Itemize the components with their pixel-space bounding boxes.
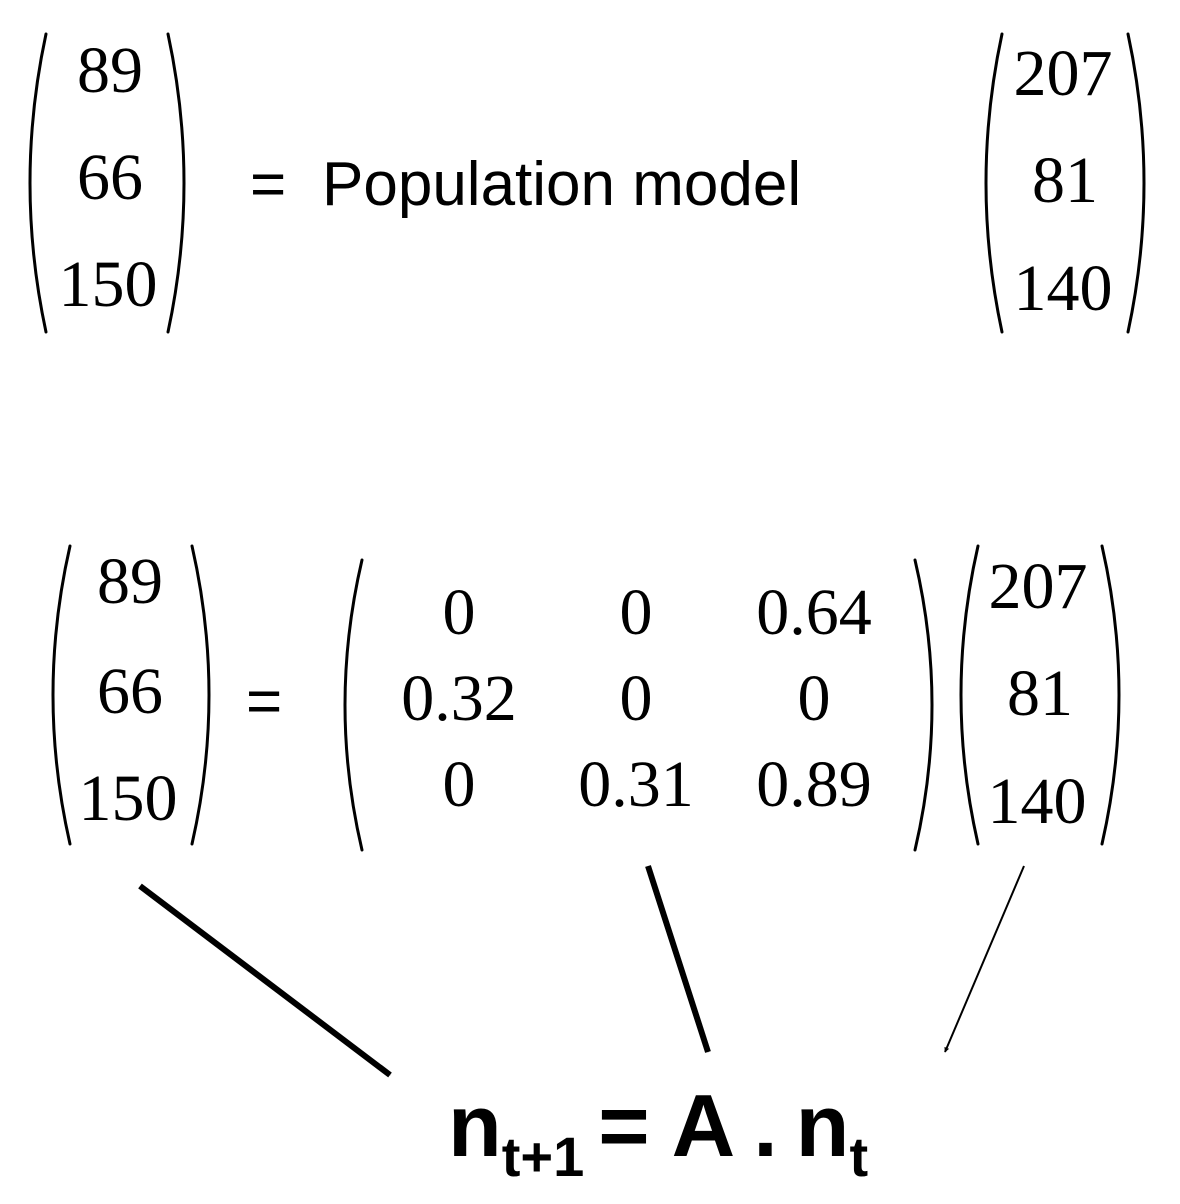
top-rhs-entry-1: 207 — [1014, 37, 1113, 110]
formula-subscript-t-plus-1: t+1 — [502, 1125, 585, 1188]
mid-rhs-entry-3: 140 — [988, 765, 1087, 838]
population-model-label: Population model — [322, 150, 801, 219]
matrix-cell-3-1: 0 — [443, 748, 476, 821]
matrix-cell-3-2: 0.31 — [578, 748, 694, 821]
top-lhs-right-paren — [166, 32, 186, 334]
mid-rhs-right-paren — [1100, 544, 1121, 846]
top-rhs-left-paren — [984, 32, 1004, 334]
top-lhs-left-paren — [28, 32, 48, 334]
top-rhs-right-paren — [1126, 32, 1146, 334]
mid-lhs-entry-2: 66 — [97, 655, 163, 728]
mid-rhs-entry-2: 81 — [1007, 657, 1073, 730]
matrix-cell-2-2: 0 — [620, 662, 653, 735]
matrix-cell-2-1: 0.32 — [401, 662, 517, 735]
mid-rhs-entry-1: 207 — [989, 550, 1088, 623]
formula-n-current: n — [796, 1076, 850, 1175]
top-lhs-vector: 89 66 150 — [28, 32, 186, 334]
arrows — [138, 865, 1025, 1078]
formula-equals: = — [598, 1076, 649, 1175]
transition-matrix: 0 0 0.64 0.32 0 0 0 0.31 0.89 — [343, 558, 934, 852]
mid-lhs-left-paren — [51, 544, 72, 846]
top-lhs-entry-3: 150 — [59, 248, 158, 321]
mid-equals-sign: = — [246, 667, 282, 736]
arrow-to-n-t-plus-1 — [138, 883, 392, 1078]
arrow-to-a — [645, 865, 711, 1053]
top-rhs-vector: 207 81 140 — [984, 32, 1146, 334]
top-lhs-entry-1: 89 — [77, 34, 143, 107]
formula-a: A — [672, 1076, 736, 1175]
mid-rhs-left-paren — [959, 544, 980, 846]
mid-lhs-right-paren — [190, 544, 211, 846]
arrow-to-n-t — [944, 865, 1025, 1053]
matrix-cell-3-3: 0.89 — [756, 748, 872, 821]
mid-rhs-vector: 207 81 140 — [959, 544, 1121, 846]
top-equals-sign: = — [250, 150, 286, 219]
mid-lhs-entry-1: 89 — [97, 545, 163, 618]
matrix-formula: nt+1=A.nt — [448, 1076, 868, 1188]
matrix-cell-1-3: 0.64 — [756, 576, 872, 649]
matrix-cell-2-3: 0 — [798, 662, 831, 735]
matrix-cell-1-1: 0 — [443, 576, 476, 649]
top-equation: 89 66 150 = Population model 207 81 140 — [28, 32, 1146, 334]
top-rhs-entry-3: 140 — [1014, 252, 1113, 325]
matrix-cell-1-2: 0 — [620, 576, 653, 649]
top-lhs-entry-2: 66 — [77, 141, 143, 214]
mid-lhs-vector: 89 66 150 — [51, 544, 211, 846]
formula-n-next: n — [448, 1076, 502, 1175]
matrix-right-paren — [913, 558, 934, 852]
matrix-equation: 89 66 150 = 0 0 0.64 0.32 0 0 0 0.31 0.8… — [51, 544, 1121, 852]
matrix-left-paren — [343, 558, 364, 852]
formula-subscript-t: t — [849, 1125, 868, 1188]
top-rhs-entry-2: 81 — [1032, 144, 1098, 217]
formula-dot: . — [753, 1076, 777, 1175]
mid-lhs-entry-3: 150 — [79, 762, 178, 835]
